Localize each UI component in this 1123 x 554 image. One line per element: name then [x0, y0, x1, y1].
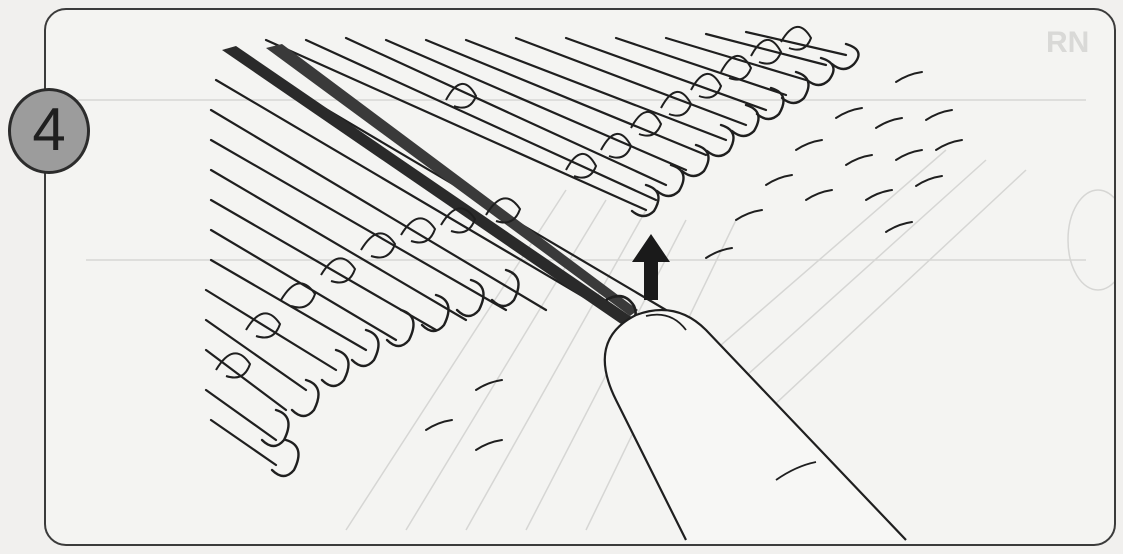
step-number-badge: 4 [8, 88, 90, 174]
needle-hooks-upper-row [632, 44, 859, 216]
knitting-needles-illustration: RN [46, 10, 1116, 546]
watermark-text: RN [1046, 26, 1089, 59]
needle-hooks-lower-row [262, 270, 519, 476]
latch-tool-blade [222, 46, 636, 326]
finger-outline [605, 310, 906, 540]
yarn-loops-lower-row [216, 198, 520, 377]
step-number: 4 [32, 100, 65, 160]
up-arrow-icon [632, 234, 670, 300]
instruction-panel: RN [44, 8, 1116, 546]
